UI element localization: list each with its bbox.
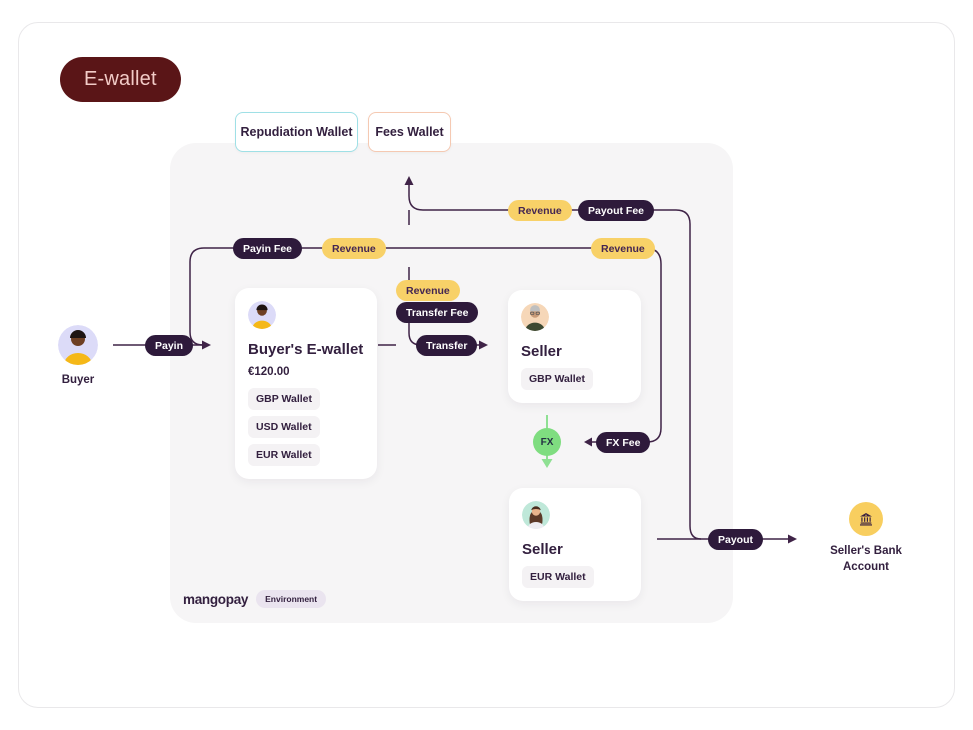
page-title-badge: E-wallet bbox=[60, 57, 181, 102]
fees-wallet-label: Fees Wallet bbox=[375, 125, 444, 139]
transfer-fee-pill: Transfer Fee bbox=[396, 302, 479, 323]
fx-node: FX bbox=[533, 428, 561, 456]
seller-bank-label-line2: Account bbox=[843, 560, 889, 573]
seller-gbp-avatar-icon bbox=[521, 303, 549, 331]
revenue-pill-right-line: Revenue bbox=[591, 238, 655, 259]
bank-icon bbox=[860, 513, 872, 526]
fees-wallet-node: Fees Wallet bbox=[368, 112, 451, 152]
wallet-tag: GBP Wallet bbox=[248, 388, 321, 410]
repudiation-wallet-label: Repudiation Wallet bbox=[240, 125, 353, 139]
payout-pill: Payout bbox=[708, 529, 764, 550]
buyer-avatar bbox=[58, 325, 98, 365]
payin-pill: Payin bbox=[145, 335, 194, 356]
seller-eur-title: Seller bbox=[522, 541, 563, 558]
revenue-pill-top-line: Revenue bbox=[508, 200, 572, 221]
seller-gbp-title: Seller bbox=[521, 343, 562, 360]
seller-bank-label-line1: Seller's Bank bbox=[830, 545, 902, 557]
seller-bank-actor: Seller's Bank Account bbox=[816, 502, 916, 575]
payout-fee-pill: Payout Fee bbox=[578, 200, 655, 221]
payin-fee-pill: Payin Fee bbox=[233, 238, 303, 259]
wallet-tag: USD Wallet bbox=[248, 416, 320, 438]
transfer-pill: Transfer bbox=[416, 335, 478, 356]
buyer-wallet-balance: €120.00 bbox=[248, 366, 290, 378]
seller-eur-tags: EUR Wallet bbox=[522, 566, 628, 588]
buyer-label: Buyer bbox=[61, 374, 95, 386]
buyer-avatar-icon bbox=[58, 325, 98, 365]
seller-eur-card: Seller EUR Wallet bbox=[509, 488, 641, 601]
mangopay-logo: mangopay bbox=[183, 591, 249, 607]
buyer-wallet-avatar bbox=[248, 301, 276, 329]
seller-gbp-tags: GBP Wallet bbox=[521, 368, 628, 390]
seller-eur-avatar-icon bbox=[522, 501, 550, 529]
seller-gbp-avatar bbox=[521, 303, 549, 331]
wallet-tag: EUR Wallet bbox=[248, 444, 320, 466]
revenue-pill-transfer-line: Revenue bbox=[396, 280, 460, 301]
seller-bank-label: Seller's Bank Account bbox=[830, 544, 902, 575]
bank-circle bbox=[849, 502, 883, 536]
fx-fee-pill: FX Fee bbox=[596, 432, 651, 453]
buyer-actor: Buyer bbox=[40, 325, 116, 389]
buyer-wallet-avatar-icon bbox=[248, 301, 276, 329]
footer-brand: mangopay Environment bbox=[183, 590, 327, 608]
revenue-pill-payin-line: Revenue bbox=[322, 238, 386, 259]
seller-eur-avatar bbox=[522, 501, 550, 529]
seller-gbp-card: Seller GBP Wallet bbox=[508, 290, 641, 403]
buyer-wallet-tags: GBP Wallet USD Wallet EUR Wallet bbox=[248, 388, 364, 466]
wallet-tag: EUR Wallet bbox=[522, 566, 594, 588]
environment-badge: Environment bbox=[256, 590, 327, 608]
wallet-tag: GBP Wallet bbox=[521, 368, 594, 390]
buyer-wallet-card: Buyer's E-wallet €120.00 GBP Wallet USD … bbox=[235, 288, 377, 479]
buyer-wallet-title: Buyer's E-wallet bbox=[248, 341, 364, 358]
repudiation-wallet-node: Repudiation Wallet bbox=[235, 112, 358, 152]
